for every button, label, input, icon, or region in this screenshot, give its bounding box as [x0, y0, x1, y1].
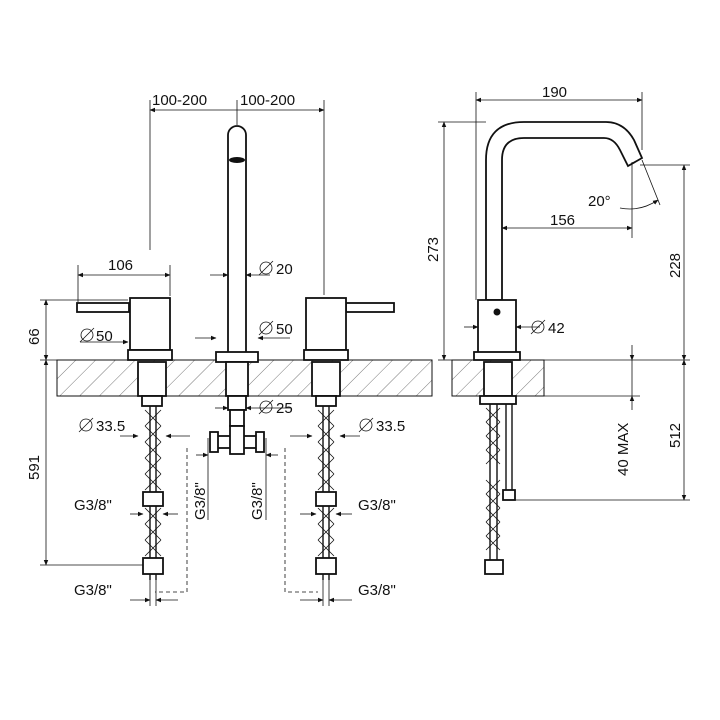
thread-left-lower: G3/8"	[74, 582, 112, 599]
dim-height-above-deck: 66	[26, 328, 43, 345]
dim-outlet-height: 228	[667, 253, 684, 278]
side-dimension-lines	[438, 92, 690, 501]
thread-left-upper: G3/8"	[74, 497, 112, 514]
left-valve	[76, 297, 173, 580]
dim-body-center-dia: 50	[276, 321, 293, 338]
dim-spacing-left: 100-200	[152, 92, 207, 109]
dim-hole-right: 33.5	[376, 418, 405, 435]
side-view: 190 273 20° 156 228 42 40 MAX 512	[425, 84, 690, 575]
dim-shank-center-dia: 25	[276, 400, 293, 417]
dim-handle-length: 106	[108, 257, 133, 274]
dim-spacing-right: 100-200	[240, 92, 295, 109]
dim-max-deck: 40 MAX	[615, 423, 632, 476]
side-spout	[473, 121, 644, 575]
dim-angle: 20°	[588, 193, 611, 210]
dim-body-left-dia: 50	[96, 328, 113, 345]
thread-right-lower: G3/8"	[358, 582, 396, 599]
front-dimension-lines	[40, 100, 360, 606]
front-view: 100-200 100-200 106 20 50 50 25 33.5 33.…	[26, 92, 433, 606]
dim-hole-left: 33.5	[96, 418, 125, 435]
dim-reach-total: 190	[542, 84, 567, 101]
dim-height-total: 273	[425, 237, 442, 262]
thread-center-left: G3/8"	[192, 482, 209, 520]
dim-below-deck: 512	[667, 423, 684, 448]
thread-right-upper: G3/8"	[358, 497, 396, 514]
center-spout	[155, 125, 318, 593]
dim-base-dia: 42	[548, 320, 565, 337]
dim-reach-inner: 156	[550, 212, 575, 229]
right-valve	[303, 297, 395, 580]
diameter-symbols	[78, 260, 374, 433]
thread-center-right: G3/8"	[249, 482, 266, 520]
dim-total-below: 591	[26, 455, 43, 480]
dim-spout-dia: 20	[276, 261, 293, 278]
side-diameter-symbol	[530, 319, 546, 335]
